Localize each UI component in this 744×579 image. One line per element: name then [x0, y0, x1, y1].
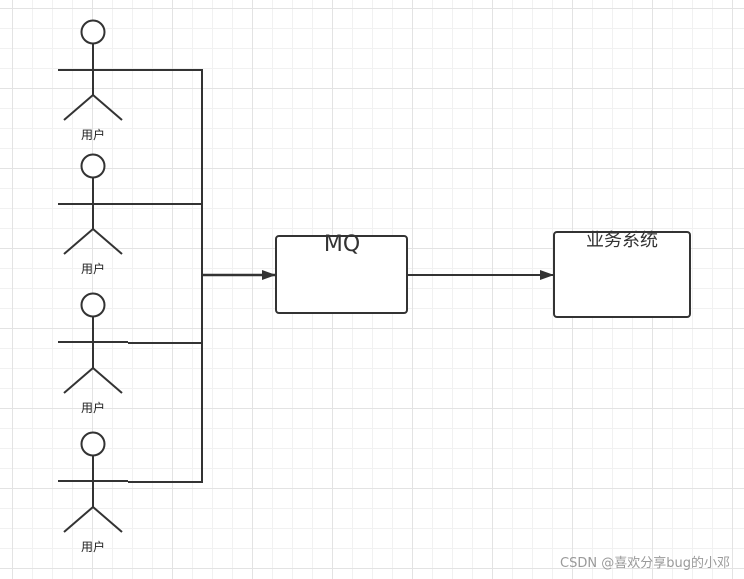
- actor-leg-right: [92, 228, 123, 255]
- actor-user-3[interactable]: 用户: [58, 292, 128, 416]
- connector-user-4[interactable]: [128, 275, 203, 483]
- actor-leg-left: [63, 367, 94, 394]
- actor-leg-right: [92, 506, 123, 533]
- mq-label: MQ: [324, 232, 360, 257]
- watermark: CSDN @喜欢分享bug的小邓: [560, 556, 730, 571]
- actor-user-1[interactable]: 用户: [58, 19, 128, 143]
- actor-leg-left: [63, 94, 94, 121]
- actor-leg-left: [63, 228, 94, 255]
- actor-label: 用户: [81, 261, 105, 276]
- connector-user-1[interactable]: [128, 69, 203, 275]
- actor-label: 用户: [81, 127, 105, 142]
- actor-leg-right: [92, 94, 123, 121]
- business-system-label: 业务系统: [586, 230, 658, 251]
- mq-node[interactable]: MQ: [275, 232, 408, 314]
- actor-label: 用户: [81, 400, 105, 415]
- actor-leg-left: [63, 506, 94, 533]
- actor-head: [80, 431, 106, 457]
- actor-connectors: [128, 69, 203, 483]
- actor-leg-right: [92, 367, 123, 394]
- actor-head: [80, 153, 106, 179]
- actor-label: 用户: [81, 539, 105, 554]
- actor-head: [80, 19, 106, 45]
- mq-box: [275, 235, 408, 314]
- business-system-node[interactable]: 业务系统: [553, 230, 691, 318]
- business-system-box: [553, 231, 691, 318]
- actor-head: [80, 292, 106, 318]
- actor-user-4[interactable]: 用户: [58, 431, 128, 555]
- actor-user-2[interactable]: 用户: [58, 153, 128, 277]
